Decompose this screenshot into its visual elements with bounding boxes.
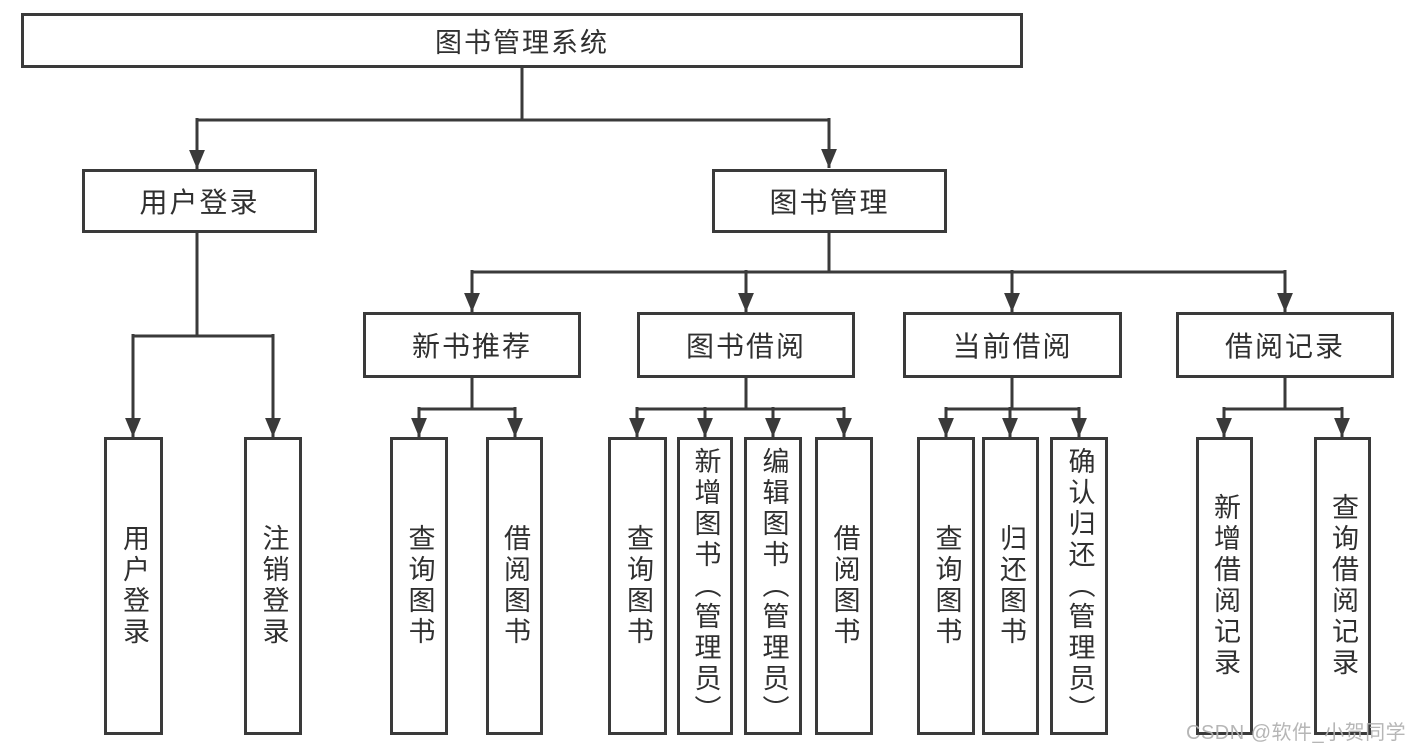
- csdn-watermark: CSDN @软件_小贺同学: [1186, 722, 1405, 744]
- leaf-query-borrow-record: 查询借阅记录: [1314, 437, 1371, 735]
- leaf-add-borrow-record: 新增借阅记录: [1196, 437, 1253, 735]
- leaf-add-books-admin-label: 新增图书（管理员）: [690, 446, 721, 726]
- leaf-borrow-books-recommend-label: 借阅图书: [500, 524, 530, 648]
- node-current-borrowing: 当前借阅: [903, 312, 1122, 378]
- leaf-user-login-label: 用户登录: [119, 524, 149, 648]
- leaf-return-books: 归还图书: [982, 437, 1039, 735]
- node-user-login: 用户登录: [82, 169, 317, 233]
- leaf-query-books-borrow-label: 查询图书: [623, 524, 653, 648]
- node-book-borrowing: 图书借阅: [637, 312, 855, 378]
- connector-book-management: [472, 233, 1285, 274]
- leaf-add-books-admin: 新增图书（管理员）: [677, 437, 733, 735]
- leaf-confirm-return-admin-label: 确认归还（管理员）: [1064, 446, 1095, 726]
- leaf-query-books-borrow: 查询图书: [608, 437, 667, 735]
- leaf-borrow-books-recommend: 借阅图书: [486, 437, 543, 735]
- leaf-query-books-recommend-label: 查询图书: [404, 524, 435, 648]
- leaf-add-borrow-record-label: 新增借阅记录: [1210, 493, 1240, 679]
- leaf-return-books-label: 归还图书: [996, 524, 1026, 648]
- leaf-edit-books-admin-label: 编辑图书（管理员）: [758, 446, 789, 726]
- leaf-query-books-current: 查询图书: [917, 437, 975, 735]
- leaf-confirm-return-admin: 确认归还（管理员）: [1050, 437, 1108, 735]
- leaf-logout-label: 注销登录: [258, 524, 289, 648]
- connector-borrow-records: [1224, 378, 1342, 411]
- connector-new-book: [419, 378, 515, 411]
- leaf-query-books-recommend: 查询图书: [390, 437, 448, 735]
- leaf-user-login: 用户登录: [104, 437, 163, 735]
- node-library-system: 图书管理系统: [21, 13, 1023, 68]
- leaf-query-books-current-label: 查询图书: [931, 524, 962, 648]
- leaf-query-borrow-record-label: 查询借阅记录: [1328, 493, 1358, 679]
- leaf-logout: 注销登录: [244, 437, 302, 735]
- node-new-book-recommendation: 新书推荐: [363, 312, 581, 378]
- leaf-borrow-books-label: 借阅图书: [829, 524, 860, 648]
- leaf-edit-books-admin: 编辑图书（管理员）: [744, 437, 802, 735]
- connector-current-borrow: [946, 378, 1079, 411]
- leaf-borrow-books: 借阅图书: [815, 437, 873, 735]
- node-book-management: 图书管理: [712, 169, 947, 233]
- connector-root: [197, 67, 829, 122]
- connector-user-login: [133, 233, 273, 338]
- connector-book-borrow: [637, 378, 844, 411]
- node-borrowing-records: 借阅记录: [1176, 312, 1394, 378]
